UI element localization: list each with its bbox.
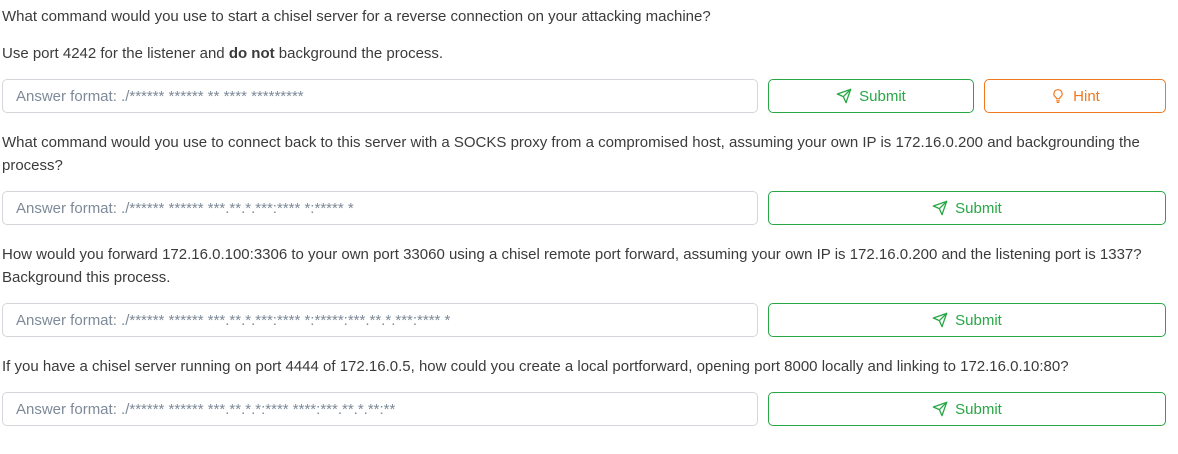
submit-button-3[interactable]: Submit: [768, 303, 1166, 337]
submit-button-label: Submit: [859, 87, 906, 105]
submit-button-4[interactable]: Submit: [768, 392, 1166, 426]
answer-actions-4: Submit: [768, 392, 1166, 426]
answer-row-3: Submit: [2, 303, 1166, 337]
answer-row-2: Submit: [2, 191, 1166, 225]
question-1-text: What command would you use to start a ch…: [2, 8, 711, 25]
submit-button-label: Submit: [955, 400, 1002, 418]
answer-actions-2: Submit: [768, 191, 1166, 225]
answer-actions-1: Submit Hint: [768, 79, 1166, 113]
answer-input-3[interactable]: [2, 303, 758, 337]
question-block-1: What command would you use to start a ch…: [2, 5, 1166, 113]
submit-button-label: Submit: [955, 311, 1002, 329]
paper-plane-icon: [932, 312, 948, 328]
answer-input-4[interactable]: [2, 392, 758, 426]
question-1-note-bold: do not: [228, 45, 275, 62]
paper-plane-icon: [932, 200, 948, 216]
question-2-text: What command would you use to connect ba…: [2, 134, 1140, 174]
submit-button-label: Submit: [955, 199, 1002, 217]
lightbulb-icon: [1050, 88, 1066, 104]
question-1-note: Use port 4242 for the listener and do no…: [2, 45, 444, 62]
question-4-text: If you have a chisel server running on p…: [2, 358, 1069, 375]
answer-row-4: Submit: [2, 392, 1166, 426]
submit-button-1[interactable]: Submit: [768, 79, 974, 113]
question-3-text: How would you forward 172.16.0.100:3306 …: [2, 246, 1142, 286]
answer-actions-3: Submit: [768, 303, 1166, 337]
question-block-2: What command would you use to connect ba…: [2, 131, 1166, 225]
paper-plane-icon: [836, 88, 852, 104]
hint-button[interactable]: Hint: [984, 79, 1166, 113]
hint-button-label: Hint: [1073, 87, 1100, 105]
answer-input-2[interactable]: [2, 191, 758, 225]
question-block-4: If you have a chisel server running on p…: [2, 355, 1166, 426]
paper-plane-icon: [932, 401, 948, 417]
answer-row-1: Submit Hint: [2, 79, 1166, 113]
question-block-3: How would you forward 172.16.0.100:3306 …: [2, 243, 1166, 337]
answer-input-1[interactable]: [2, 79, 758, 113]
submit-button-2[interactable]: Submit: [768, 191, 1166, 225]
